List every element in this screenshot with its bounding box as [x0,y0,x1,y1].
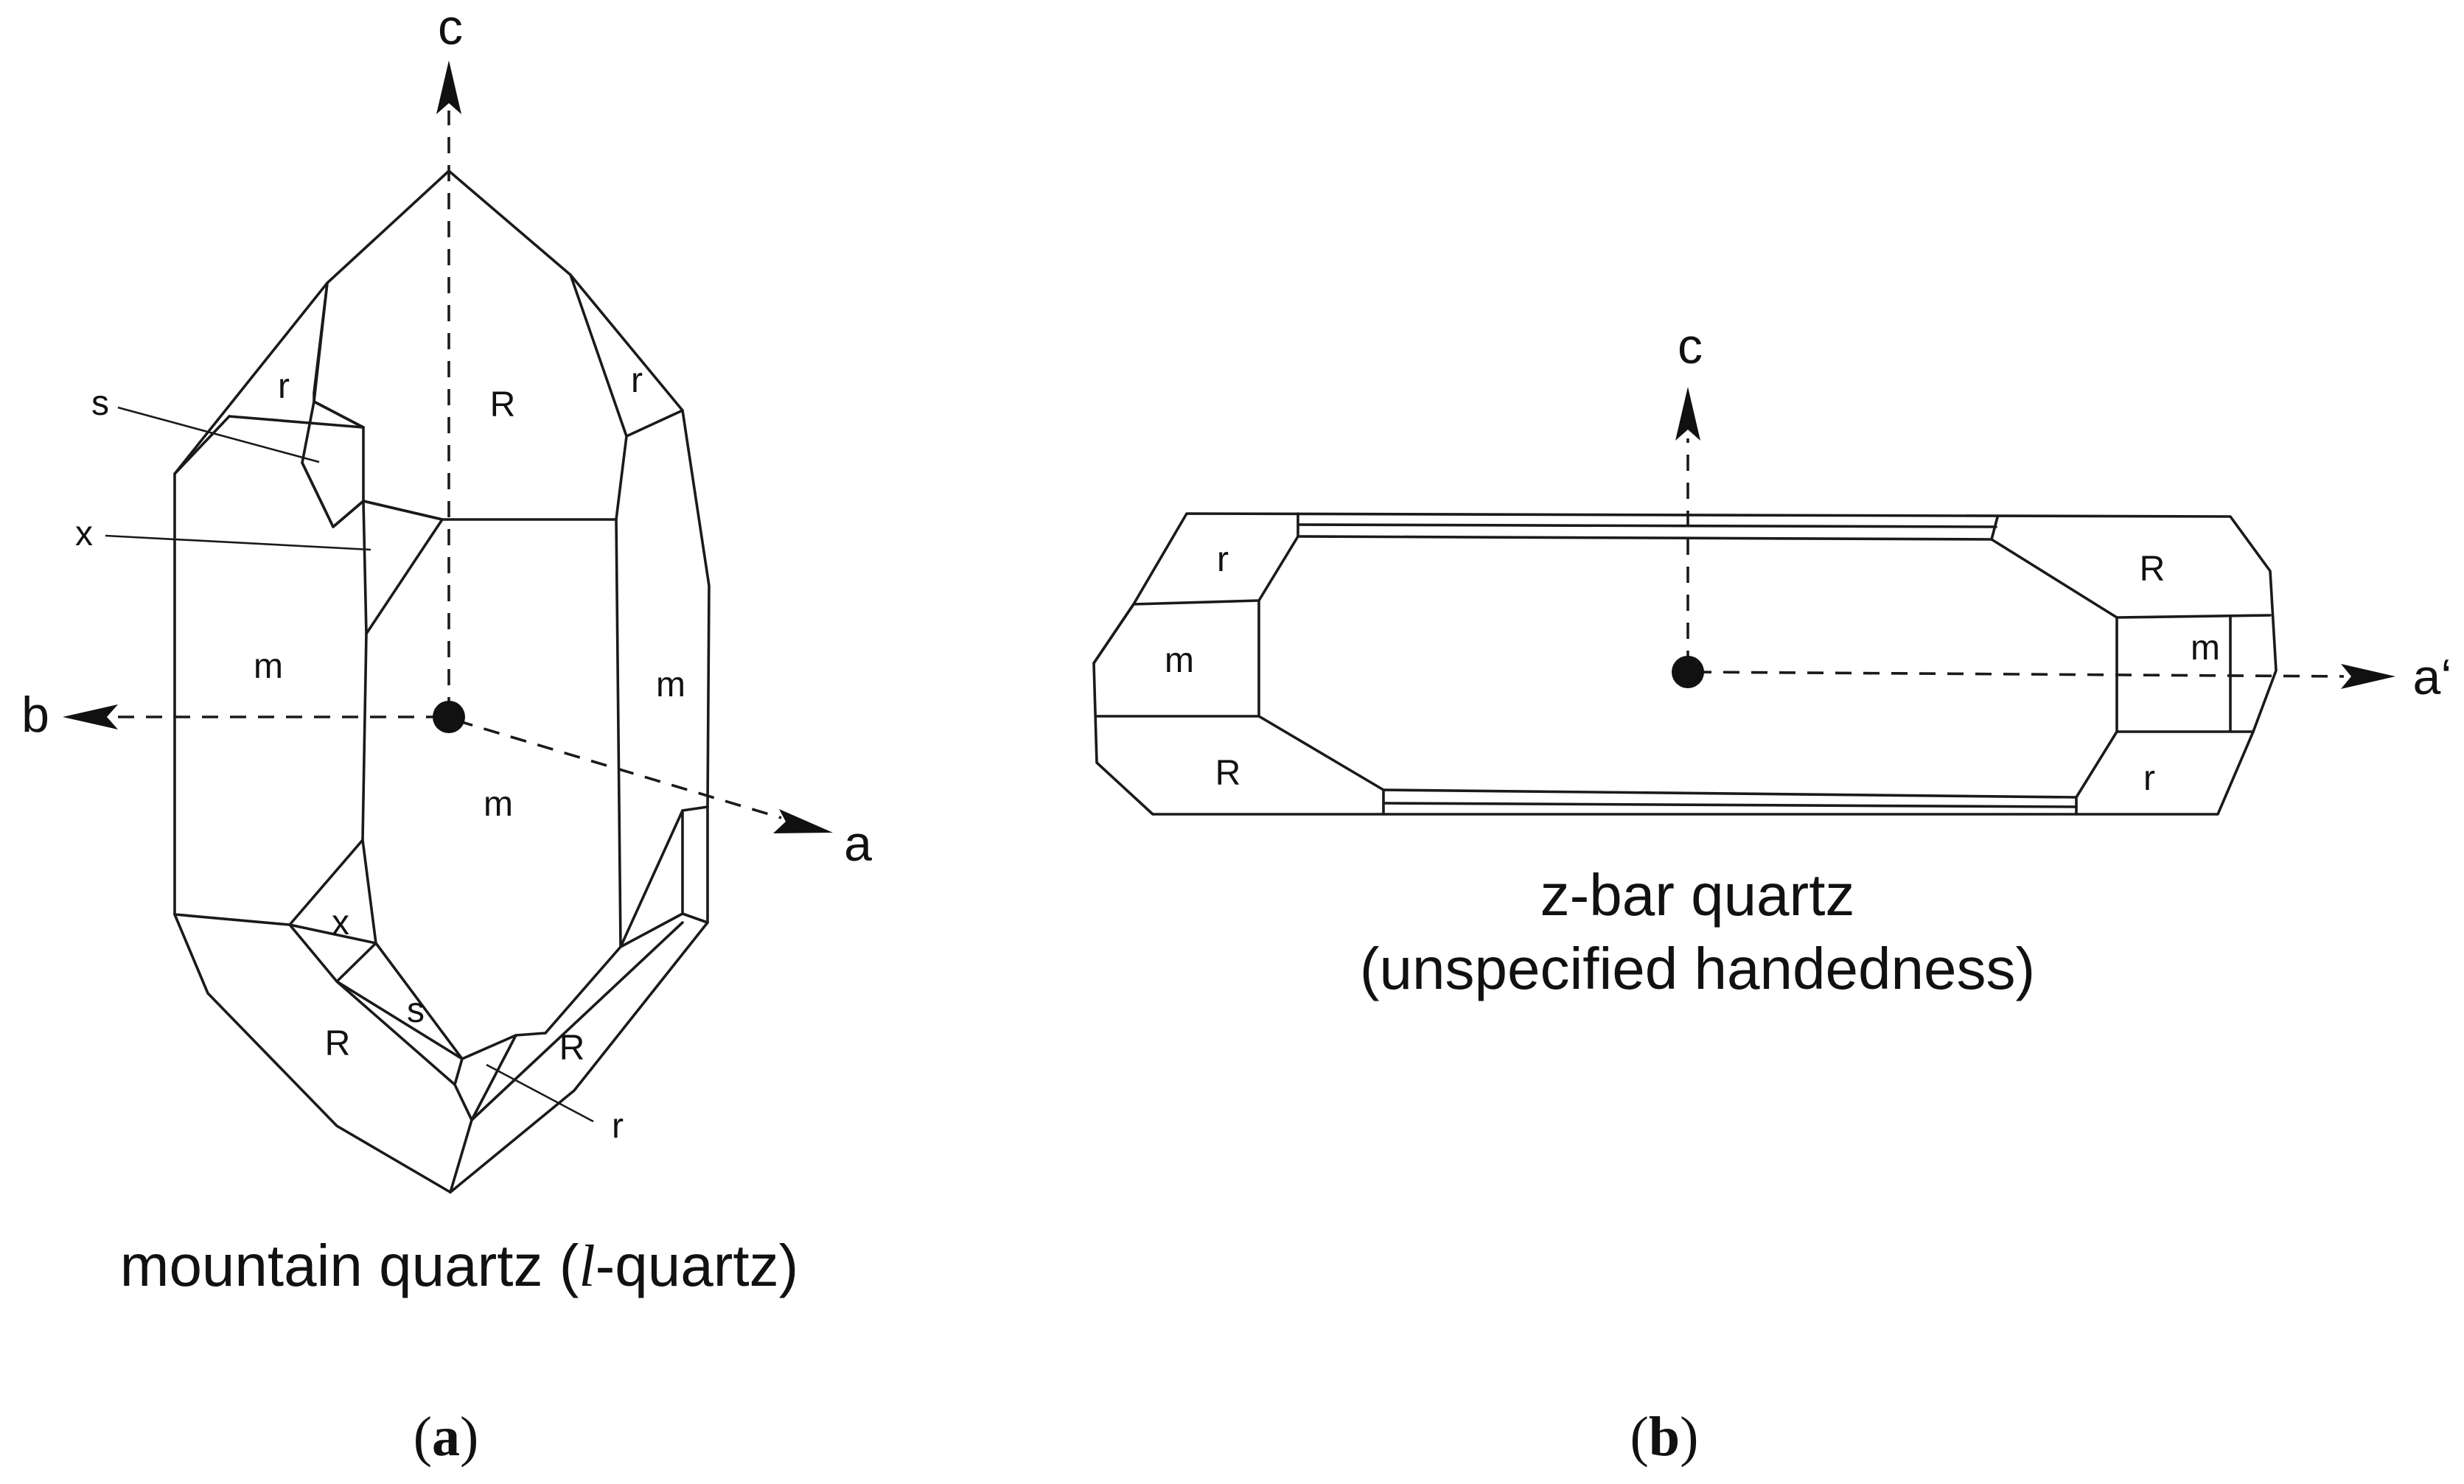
axis-a-arrowhead [773,809,833,833]
crystal-a-edges-bottom-right [544,809,709,1035]
callout-label-x: x [75,514,93,553]
axis-c-b-label: c [1678,318,1703,374]
face-label-r-top-right: r [631,361,643,400]
axis-b-arrowhead [63,704,118,729]
crystal-a-edge-prism-far-right [681,805,709,812]
axis-b-label: b [21,687,49,743]
crystal-a-outline [173,169,711,1194]
face-label-b-r-right-bottom: r [2143,759,2155,798]
face-label-s-bottom: s [407,991,425,1030]
panel-label-b-open: ( [1630,1406,1649,1468]
panel-a-mountain-quartz: c b a R r r m m m x s R R s x r mountain… [21,0,872,1468]
crystal-a-edges-x-face [362,500,444,635]
crystal-b-left-m-top [1092,603,1135,665]
crystal-b-bottom-band-inner [1382,802,2078,808]
callout-label-r: r [612,1107,624,1146]
axis-c-a-label: c [438,0,463,55]
panel-label-b-close: ) [1680,1406,1698,1468]
panel-label-b: (b) [1630,1406,1699,1468]
crystal-a-edge-bottom-center [449,1119,473,1194]
face-label-b-m-right: m [2191,629,2220,668]
face-label-x-bottom: x [332,903,349,942]
axis-c-b-arrowhead [1675,387,1700,441]
crystal-a-edges-top-left-r [313,281,365,429]
leader-x [105,534,371,551]
caption-a-prefix: mountain quartz ( [120,1233,579,1298]
callout-label-s: s [91,384,109,423]
face-label-m-right: m [656,665,685,704]
crystal-a-edges-top-left [228,281,365,429]
crystal-b-left-m-face [1257,599,1385,791]
face-label-R-bottom-right: R [559,1029,585,1068]
crystal-a-edge-prism-right [615,518,622,948]
caption-b-line1: z-bar quartz [1540,862,1855,928]
panel-label-a-letter: a [432,1406,460,1468]
axis-a-line [456,719,782,819]
face-label-b-m-left: m [1165,641,1194,680]
caption-a-italic: l [579,1234,595,1299]
origin-b [1672,656,1704,688]
face-label-r-top-left: r [278,367,290,406]
axis-c-a-arrowhead [436,60,461,114]
panel-label-a-close: ) [460,1406,478,1468]
face-label-b-R-left-bottom: R [1215,754,1241,793]
crystal-b-left-edges [1132,535,1299,606]
face-label-m-left: m [254,647,283,686]
crystal-b-right-r-edge [2075,730,2118,799]
leader-r [486,1063,594,1123]
crystal-a-edge-bottom-right-inner [619,912,684,948]
panel-label-b-letter: b [1649,1406,1680,1468]
axis-a-b-line [1695,671,2345,678]
crystal-a-edge-bottom-diag-right [470,921,684,1121]
crystal-a-edges-bottom-s [335,942,464,1060]
axis-a-label: a [844,816,872,872]
crystal-a-edges-s-face-b [301,461,444,528]
crystal-a-edges-bottom-s-b [335,980,547,1086]
caption-a: mountain quartz (l-quartz) [120,1233,798,1299]
face-label-R-top: R [490,385,516,424]
face-label-R-bottom-left: R [325,1024,351,1063]
panel-label-a-open: ( [413,1406,432,1468]
crystal-a-edge-prism-left [361,632,368,841]
crystal-a-edge-r-right-top [569,273,628,438]
panel-label-a: (a) [413,1406,479,1468]
crystal-a-edge-r-top-left-pin [173,415,231,475]
crystal-b-right-edges [1990,538,2272,619]
crystal-a-edges-rhomb-bottom [441,409,684,521]
crystal-a-edges-bottom-left [173,839,377,945]
crystal-b-top-band-inner [1296,523,1997,528]
caption-b-line2: (unspecified handedness) [1360,936,2035,1001]
face-label-b-r-left-top: r [1217,540,1229,579]
leader-s [117,406,320,463]
axis-a-b-label: a‘ [2413,649,2452,705]
origin-a [433,701,465,733]
axis-a-b-arrowhead [2341,664,2395,689]
face-label-b-R-right-top: R [2140,550,2165,589]
panel-b-z-bar-quartz: c a‘ r m R R m r z-bar quartz (unspecifi… [1092,318,2452,1468]
face-label-m-front: m [484,785,513,824]
crystal-b-bottom-band [1382,788,2078,816]
caption-a-suffix: -quartz) [596,1233,799,1298]
